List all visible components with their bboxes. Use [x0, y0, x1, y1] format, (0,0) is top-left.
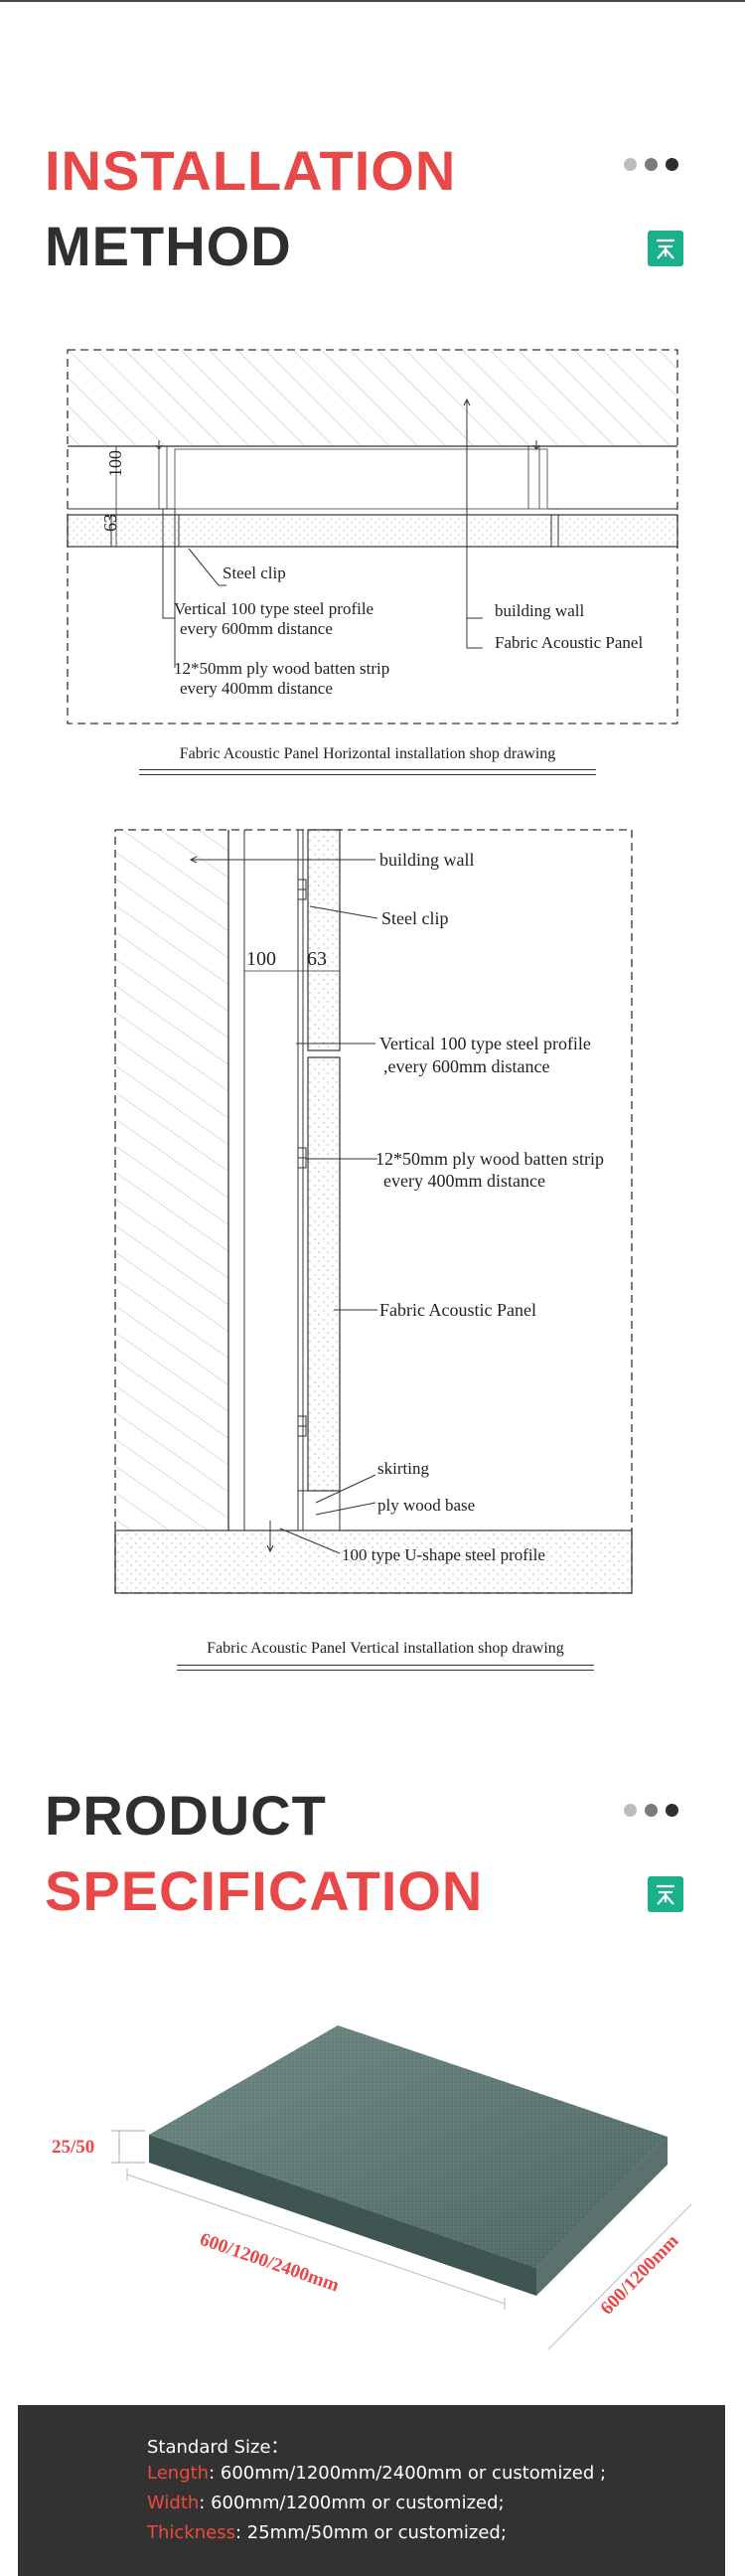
brand-logo-icon [648, 231, 683, 266]
spec-length-value: : 600mm/1200mm/2400mm or customized ; [209, 2463, 607, 2484]
caption-underline-2 [139, 774, 596, 775]
v-dim-100: 100 [246, 948, 276, 970]
h-label-profile-1: Vertical 100 type steel profile [174, 599, 373, 618]
spec-width-key: Width [147, 2493, 200, 2513]
dim-thickness: 25/50 [52, 2137, 94, 2158]
dot-dark [666, 158, 678, 171]
spec-thickness-value: : 25mm/50mm or customized; [234, 2522, 507, 2543]
v-label-batten-2: every 400mm distance [383, 1171, 545, 1191]
acoustic-panel-illustration: 25/50 600/1200/2400mm 600/1200mm [52, 2025, 692, 2350]
spec-width-value: : 600mm/1200mm or customized; [199, 2493, 505, 2513]
v-label-building-wall: building wall [379, 850, 475, 870]
v-label-profile-1: Vertical 100 type steel profile [379, 1034, 591, 1053]
top-border-line [0, 0, 745, 2]
decorative-dots [624, 158, 678, 171]
v-dim-63: 63 [307, 948, 327, 970]
h-label-batten-1: 12*50mm ply wood batten strip [174, 659, 389, 678]
vertical-drawing-caption: Fabric Acoustic Panel Vertical installat… [207, 1640, 564, 1657]
horizontal-drawing-caption: Fabric Acoustic Panel Horizontal install… [179, 745, 556, 762]
spec-heading: Standard Size： [147, 2437, 289, 2458]
dot-light [624, 158, 637, 171]
spec-thickness-key: Thickness [147, 2522, 235, 2543]
dot-mid [645, 1804, 658, 1817]
brand-logo-icon [648, 1876, 683, 1912]
caption-underline-4 [177, 1670, 594, 1671]
product-title: PRODUCT [45, 1784, 327, 1847]
caption-underline-3 [177, 1665, 594, 1666]
method-title: METHOD [45, 215, 292, 277]
h-label-profile-2: every 600mm distance [180, 619, 333, 638]
dim-width: 600/1200mm [596, 2230, 682, 2319]
dim-length: 600/1200/2400mm [197, 2229, 342, 2297]
spec-length-key: Length [147, 2463, 210, 2484]
v-label-steel-clip: Steel clip [381, 908, 448, 928]
dot-light [624, 1804, 637, 1817]
h-dim-63: 63 [100, 514, 120, 532]
spec-thickness-row: Thickness: 25mm/50mm or customized; [147, 2522, 507, 2543]
spec-width-row: Width: 600mm/1200mm or customized; [147, 2493, 505, 2513]
spec-length-row: Length: 600mm/1200mm/2400mm or customize… [147, 2463, 606, 2484]
caption-underline-1 [139, 769, 596, 770]
specification-title: SPECIFICATION [45, 1859, 484, 1922]
decorative-dots-2 [624, 1804, 678, 1817]
v-label-profile-2: ,every 600mm distance [383, 1056, 549, 1076]
horizontal-installation-drawing: 100 63 Steel clip Vertical 100 type stee… [67, 349, 678, 724]
h-dim-100: 100 [105, 450, 125, 477]
h-label-batten-2: every 400mm distance [180, 679, 333, 698]
v-label-u-profile: 100 type U-shape steel profile [342, 1545, 545, 1564]
v-label-skirting: skirting [377, 1459, 429, 1478]
v-label-ply-base: ply wood base [377, 1496, 475, 1515]
v-label-batten-1: 12*50mm ply wood batten strip [375, 1149, 604, 1169]
h-label-steel-clip: Steel clip [223, 564, 286, 582]
installation-title: INSTALLATION [45, 139, 457, 202]
dot-dark [666, 1804, 678, 1817]
standard-size-box: Standard Size： Length: 600mm/1200mm/2400… [18, 2405, 725, 2576]
v-label-fabric-panel: Fabric Acoustic Panel [379, 1300, 536, 1320]
h-label-building-wall: building wall [495, 601, 584, 620]
vertical-installation-drawing: 100 63 building wall Steel clip Vertical… [114, 829, 633, 1594]
h-label-fabric-panel: Fabric Acoustic Panel [495, 633, 643, 652]
dot-mid [645, 158, 658, 171]
